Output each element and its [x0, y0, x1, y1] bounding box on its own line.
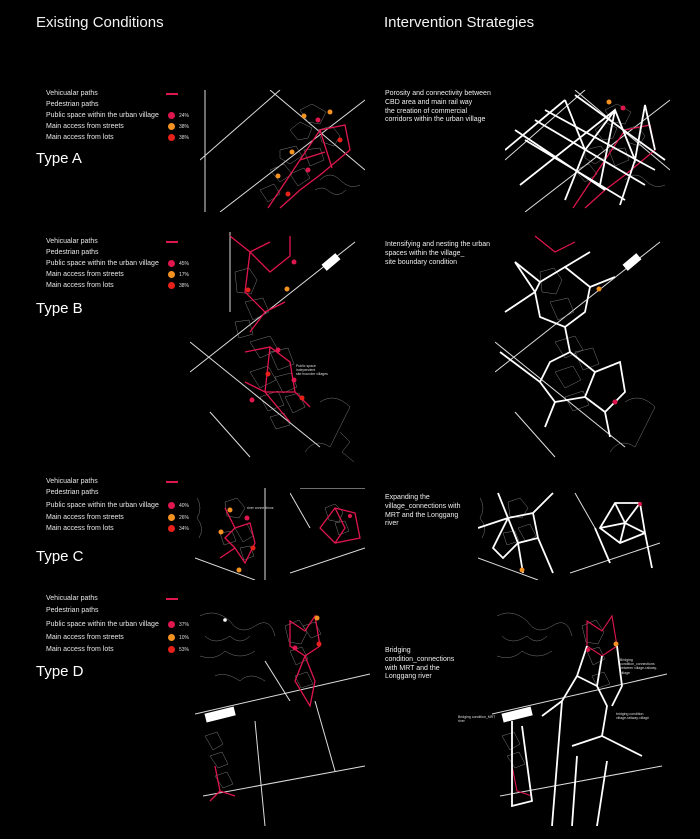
existing-conditions-header: Existing Conditions [36, 14, 164, 31]
type-b-map-note: Public space independent site bounder vi… [296, 364, 328, 377]
legend-pedestrian-label: Pedestrian paths [46, 101, 99, 108]
type-a-label: Type A [36, 150, 82, 167]
legend-streets-label: Main access from streets [46, 514, 124, 521]
type-c-map-note: river connections [247, 506, 274, 510]
type-c-strategy-text: Expanding the village_connections with M… [385, 494, 461, 528]
legend-lots-label: Main access from lots [46, 646, 114, 653]
legend-vehicular-swatch [166, 481, 178, 483]
type-a-legend: Vehicualar paths Pedestrian paths Public… [46, 90, 196, 150]
vehicular-paths [267, 124, 351, 209]
lots-pct: 53% [179, 647, 190, 653]
public-space-pct: 40% [179, 503, 190, 509]
type-b-existing-map [190, 232, 356, 463]
bridging-connections [511, 645, 643, 826]
type-b-legend: Vehicualar paths Pedestrian paths Public… [46, 238, 196, 298]
type-c-label: Type C [36, 548, 84, 565]
legend-vehicular-swatch [166, 241, 178, 243]
type-c-legend: Vehicualar paths Pedestrian paths Public… [46, 478, 196, 538]
public-space-pct: 45% [179, 261, 190, 267]
lots-dot [168, 134, 175, 141]
type-d-label: Type D [36, 663, 84, 680]
legend-pedestrian-label: Pedestrian paths [46, 607, 99, 614]
legend-vehicular-label: Vehicualar paths [46, 90, 98, 97]
legend-streets-label: Main access from streets [46, 271, 124, 278]
legend-lots-label: Main access from lots [46, 282, 114, 289]
legend-pedestrian-label: Pedestrian paths [46, 489, 99, 496]
type-a-existing-map [200, 90, 365, 212]
legend-lots-label: Main access from lots [46, 134, 114, 141]
legend-vehicular-label: Vehicualar paths [46, 478, 98, 485]
legend-lots-label: Main access from lots [46, 525, 114, 532]
legend-public-space-label: Public space within the urban village [46, 502, 159, 509]
legend-vehicular-label: Vehicualar paths [46, 238, 98, 245]
commercial-corridors [505, 94, 666, 206]
streets-pct: 10% [179, 635, 190, 641]
type-c-intervention-map [478, 492, 554, 580]
type-d-legend: Vehicualar paths Pedestrian paths Public… [46, 595, 196, 657]
public-space-dot [168, 260, 175, 267]
streets-pct: 38% [179, 124, 190, 130]
legend-public-space-label: Public space within the urban village [46, 621, 159, 628]
type-d-strategy-note-2: bridging condition village-railway-villa… [616, 712, 650, 721]
type-a-intervention-map [505, 90, 670, 212]
type-b-strategy-text: Intensifying and nesting the urban space… [385, 241, 491, 266]
type-d-intervention-map [492, 612, 667, 826]
intervention-strategies-header: Intervention Strategies [384, 14, 535, 31]
type-c-existing-map [195, 488, 266, 580]
streets-pct: 17% [179, 272, 190, 278]
type-b-intervention-map [495, 235, 661, 458]
public-space-dot [168, 502, 175, 509]
mrt-station [204, 706, 236, 723]
streets-dot [168, 514, 175, 521]
type-d-existing-map [195, 612, 370, 826]
type-d-strategy-text: Bridging condition_connections with MRT … [385, 647, 455, 681]
public-space-pct: 24% [179, 113, 190, 119]
public-space-dot [168, 112, 175, 119]
type-d-strategy-note-1: Bridging condition_connections between v… [620, 658, 658, 675]
lots-dot [168, 646, 175, 653]
nested-spaces [499, 251, 626, 438]
type-b-label: Type B [36, 300, 83, 317]
urban-fabric [259, 103, 361, 203]
lots-dot [168, 282, 175, 289]
streets-dot [168, 271, 175, 278]
legend-streets-label: Main access from streets [46, 123, 124, 130]
mrt-station [321, 253, 341, 271]
streets-dot [168, 634, 175, 641]
legend-public-space-label: Public space within the urban village [46, 260, 159, 267]
type-d-strategy-note-3: Bridging condition_MRT river [458, 715, 496, 724]
legend-vehicular-label: Vehicualar paths [46, 595, 98, 602]
streets-dot [168, 123, 175, 130]
legend-vehicular-swatch [166, 93, 178, 95]
type-c-existing-map-detail [290, 488, 365, 574]
public-space-dot [168, 621, 175, 628]
lots-pct: 34% [179, 526, 190, 532]
legend-pedestrian-label: Pedestrian paths [46, 249, 99, 256]
type-c-intervention-map-detail [570, 492, 660, 574]
lots-pct: 38% [179, 135, 190, 141]
public-space-pct: 37% [179, 622, 190, 628]
streets-pct: 26% [179, 515, 190, 521]
legend-public-space-label: Public space within the urban village [46, 112, 159, 119]
legend-streets-label: Main access from streets [46, 634, 124, 641]
type-a-strategy-text: Porosity and connectivity between CBD ar… [385, 90, 491, 124]
vehicular-paths [229, 235, 311, 423]
lots-pct: 38% [179, 283, 190, 289]
legend-vehicular-swatch [166, 598, 178, 600]
lots-dot [168, 525, 175, 532]
access-points [275, 109, 343, 197]
